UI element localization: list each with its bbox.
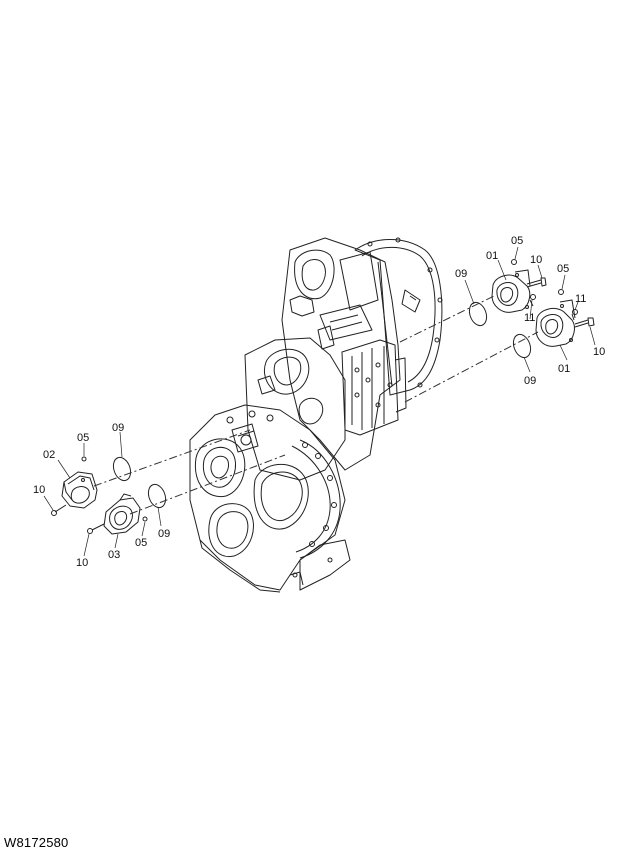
pin-05-right bbox=[558, 289, 564, 295]
transmission-housing bbox=[189, 237, 443, 593]
callout-05-left-top: 05 bbox=[77, 432, 89, 444]
callout-09-right: 09 bbox=[524, 375, 536, 387]
callout-11-top: 11 bbox=[524, 312, 535, 324]
bolt-10-right bbox=[574, 317, 595, 328]
o-ring-09-top bbox=[468, 301, 488, 327]
callout-10-right: 10 bbox=[593, 346, 605, 358]
bolt-10-left-bottom bbox=[87, 523, 105, 534]
callout-09-top: 09 bbox=[455, 268, 467, 280]
washer-11-right bbox=[571, 309, 578, 321]
callout-03: 03 bbox=[108, 549, 120, 561]
o-ring-09-right bbox=[512, 333, 532, 359]
pin-05-left-top bbox=[81, 456, 87, 462]
callout-10-left-bottom: 10 bbox=[76, 557, 88, 569]
drawing-number: W8172580 bbox=[4, 835, 69, 850]
callout-05-top: 05 bbox=[511, 235, 523, 247]
o-ring-09-left-top bbox=[112, 456, 132, 482]
part-01-flange-right bbox=[535, 299, 576, 347]
assembly-lines bbox=[93, 295, 539, 515]
callout-05-left-bottom: 05 bbox=[135, 537, 147, 549]
pin-05-left-bottom bbox=[142, 516, 148, 522]
callout-labels: 01 05 10 09 11 05 11 10 09 01 09 05 02 1… bbox=[33, 235, 605, 569]
washer-11-top bbox=[529, 294, 536, 307]
part-01-flange-top bbox=[491, 269, 531, 313]
o-ring-09-left-bottom bbox=[147, 483, 167, 509]
bolt-10-left bbox=[51, 504, 67, 516]
callout-01-top: 01 bbox=[486, 250, 498, 262]
part-03-cover bbox=[103, 493, 141, 535]
callout-09-left-top: 09 bbox=[112, 422, 124, 434]
callout-01-right: 01 bbox=[558, 363, 570, 375]
callout-09-left-bottom: 09 bbox=[158, 528, 170, 540]
bolt-10-top bbox=[526, 277, 547, 288]
leader-lines bbox=[43, 246, 596, 557]
pin-05-top bbox=[511, 259, 517, 265]
callout-10-top: 10 bbox=[530, 254, 542, 266]
callout-10-left: 10 bbox=[33, 484, 45, 496]
callout-05-right: 05 bbox=[557, 263, 569, 275]
callout-11-right: 11 bbox=[575, 293, 586, 305]
callout-02: 02 bbox=[43, 449, 55, 461]
part-02-cover bbox=[61, 471, 98, 509]
